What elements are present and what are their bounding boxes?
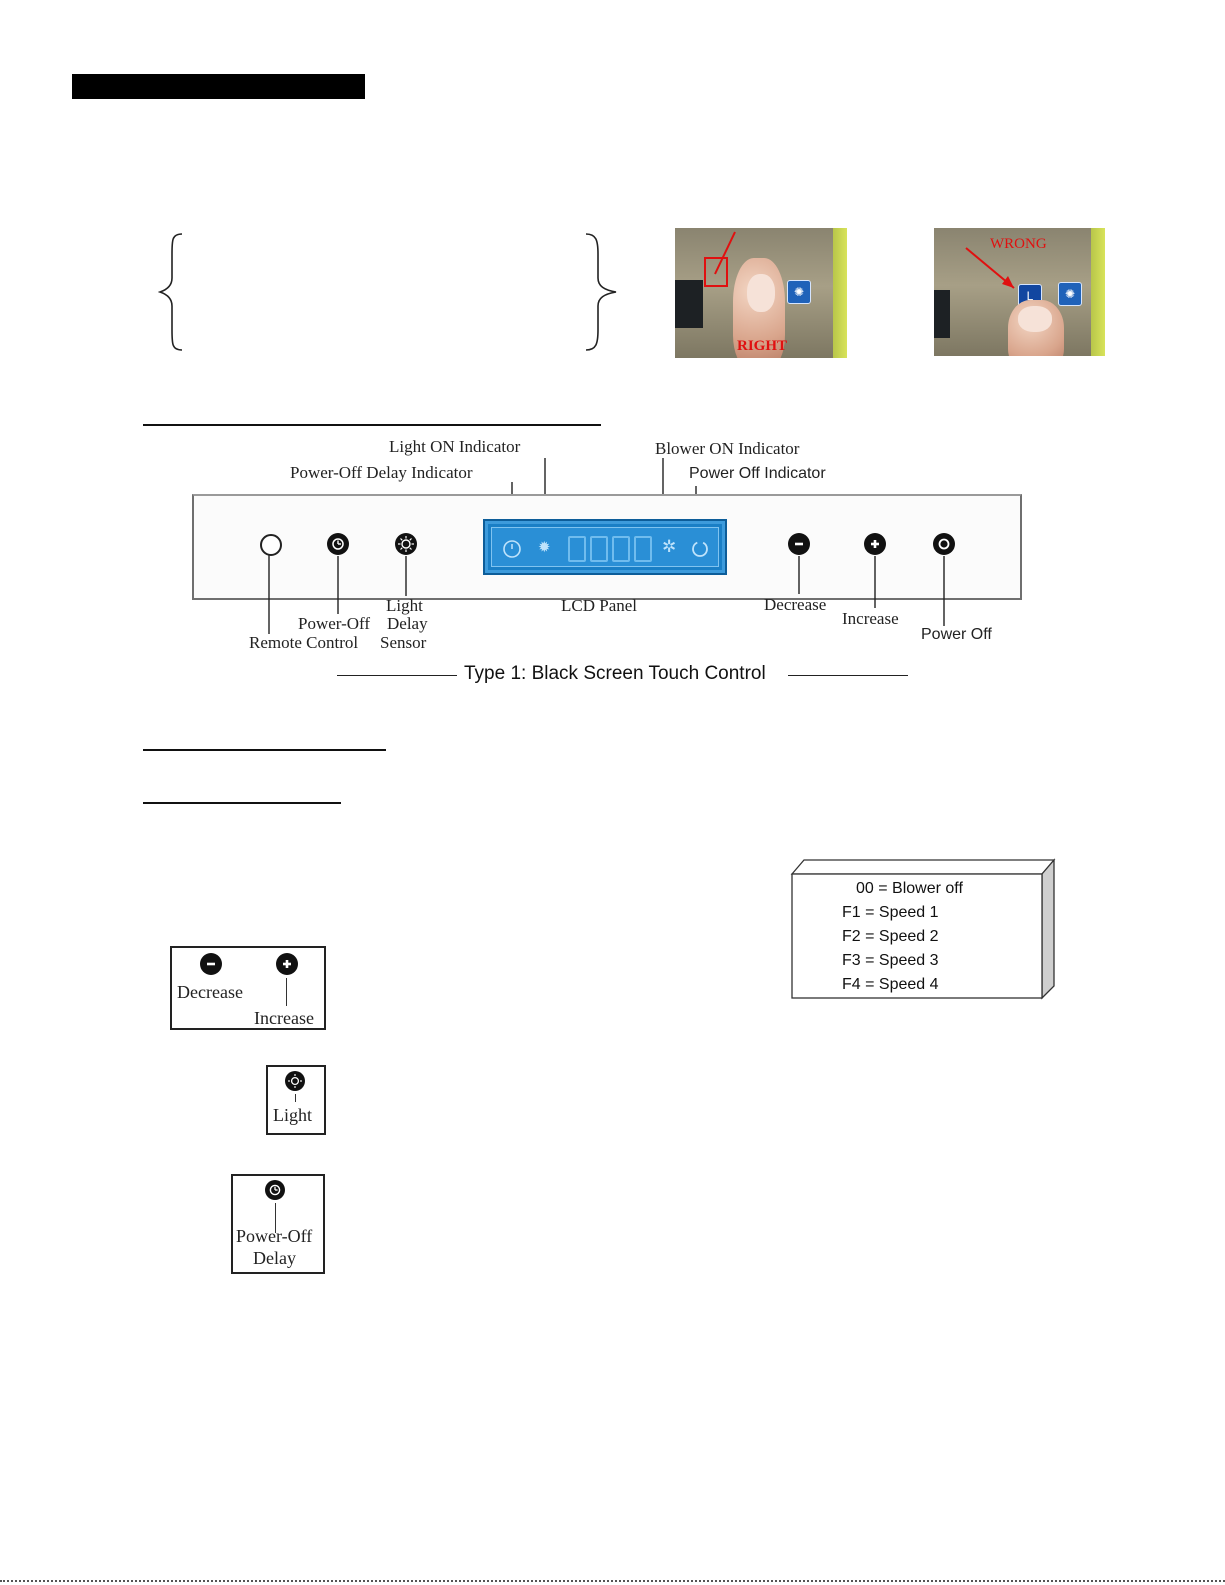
page-bottom-dotted-edge [0,1580,1225,1582]
leader-line [295,1094,296,1102]
card-delay-line2: Delay [253,1248,296,1269]
caption-rule-right [788,675,908,676]
card-increase-label: Increase [254,1008,314,1029]
right-label: RIGHT [737,338,787,355]
lcd-panel-label: LCD Panel [561,596,637,616]
section-rule [143,424,601,426]
speed-row-blower-off: 00 = Blower off [856,880,963,898]
power-off-delay-card: Power-Off Delay [231,1174,325,1274]
decrease-button-icon [200,953,222,975]
speed-buttons-card: Decrease Increase [170,946,326,1030]
clock-icon [331,537,345,551]
photo-wrong-touch: L ✺ WRONG [934,228,1105,356]
subheading-rule [143,749,386,751]
light-button-card: Light [266,1065,326,1135]
increase-button-icon [276,953,298,975]
increase-label: Increase [842,609,899,629]
light-bulb-icon [288,1074,302,1088]
brace-group [158,230,628,354]
minus-icon [204,957,218,971]
remote-control-label: Remote Control [249,633,358,653]
power-icon [937,537,951,551]
speed-row-f1: F1 = Speed 1 [842,904,939,922]
wrong-label: WRONG [990,236,1047,253]
card-light-label: Light [273,1105,312,1126]
caption-rule-left [337,675,457,676]
plus-icon [868,537,882,551]
power-off-delay-indicator-label: Power-Off Delay Indicator [290,463,473,483]
clock-icon [268,1183,282,1197]
speed-row-f4: F4 = Speed 4 [842,976,939,994]
control-type-caption: Type 1: Black Screen Touch Control [464,663,766,685]
speed-table: 00 = Blower off F1 = Speed 1 F2 = Speed … [792,874,1042,998]
leader-line [286,978,287,1006]
light-button-icon [285,1071,305,1091]
power-off-delay-label-line1: Power-Off [298,614,370,634]
subheading-rule [143,802,341,804]
section-title-bar [72,74,365,99]
decrease-label: Decrease [764,595,826,615]
minus-icon [792,537,806,551]
light-label-line1: Light [386,596,423,616]
speed-row-f2: F2 = Speed 2 [842,928,939,946]
speed-row-f3: F3 = Speed 3 [842,952,939,970]
photo-right-touch: ✺ RIGHT [675,228,847,358]
power-off-delay-label-line2: Delay [387,614,428,634]
card-decrease-label: Decrease [177,982,243,1003]
plus-icon [280,957,294,971]
power-off-delay-button-icon [265,1180,285,1200]
light-label-line2: Sensor [380,633,426,653]
card-delay-line1: Power-Off [236,1226,312,1247]
power-off-label: Power Off [921,626,992,644]
